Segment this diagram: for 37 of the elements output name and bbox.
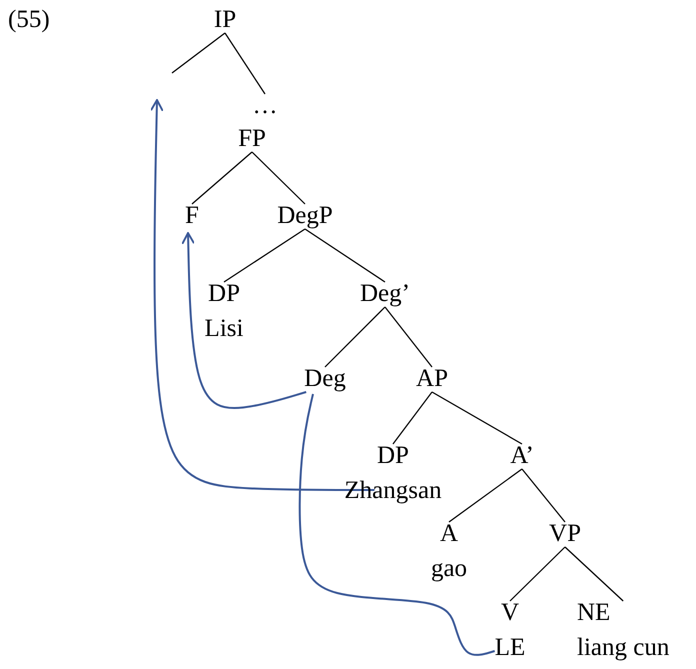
- tree-branch: [172, 32, 226, 74]
- movement-arrow: [150, 99, 374, 491]
- category-label: NE: [577, 598, 612, 628]
- category-label: Deg: [304, 364, 346, 394]
- word-label: gao: [430, 554, 468, 584]
- word-label: Lisi: [204, 314, 244, 344]
- category-label: VP: [549, 519, 581, 549]
- word-label: LE: [494, 633, 526, 663]
- category-label: FP: [238, 124, 266, 154]
- category-label: …: [252, 91, 278, 121]
- tree-branch: [252, 152, 306, 204]
- category-label: DP: [207, 279, 241, 309]
- tree-branch: [192, 152, 252, 204]
- tree-branch: [224, 228, 306, 282]
- category-label: F: [185, 201, 199, 231]
- category-label: DP: [376, 441, 410, 471]
- category-label: IP: [214, 5, 236, 35]
- tree-branch: [392, 392, 432, 444]
- word-label: Zhangsan: [344, 476, 442, 506]
- tree-branch: [384, 306, 432, 368]
- category-label: A’: [510, 441, 534, 471]
- category-label: DegP: [277, 201, 333, 231]
- tree-branch: [510, 546, 566, 602]
- tree-branch: [224, 32, 266, 94]
- tree-branch: [432, 391, 522, 445]
- tree-branch: [304, 228, 386, 282]
- category-label: V: [500, 598, 520, 628]
- tree-branch: [564, 546, 624, 602]
- category-label: Deg’: [360, 279, 410, 309]
- tree-branch: [448, 468, 522, 522]
- example-number: (55): [8, 5, 50, 35]
- tree-branch: [522, 468, 566, 522]
- word-label: liang cun: [577, 633, 670, 663]
- category-label: A: [438, 519, 460, 549]
- movement-arrow: [181, 232, 306, 410]
- category-label: AP: [416, 364, 448, 394]
- tree-branch: [324, 306, 386, 368]
